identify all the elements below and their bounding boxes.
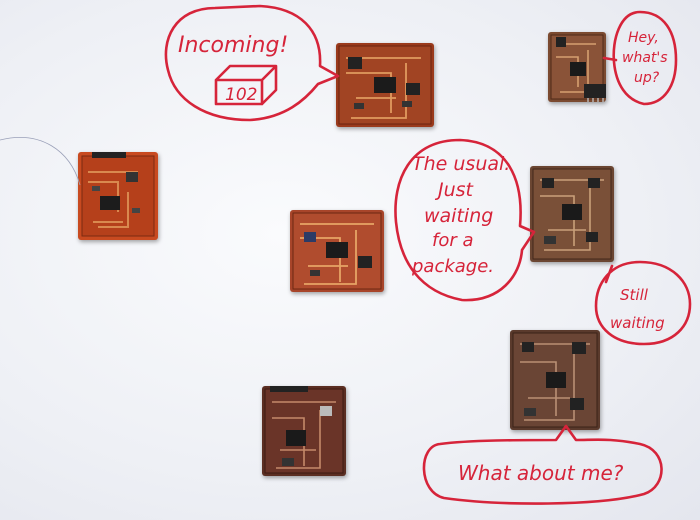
bubble-hey-outline	[602, 10, 678, 106]
bubble-usual-text-5: package.	[411, 256, 494, 277]
circuit-board-bottom-right	[510, 330, 600, 430]
board-traces	[338, 45, 432, 125]
bubble-usual-text-1: The usual.	[412, 153, 510, 175]
bubble-usual-outline	[394, 138, 536, 302]
bubble-still-outline	[594, 260, 692, 346]
bubble-usual-text-4: for a	[432, 230, 474, 251]
bubble-about-outline	[422, 424, 663, 505]
circuit-board-middle	[290, 210, 384, 292]
bubble-hey-text-2: what's	[622, 50, 668, 66]
bubble-hey-text-1: Hey,	[628, 30, 659, 46]
board-traces	[532, 168, 612, 260]
pin-header	[270, 386, 308, 392]
circuit-board-left-header	[78, 152, 158, 240]
bubble-still-text-2: waiting	[610, 314, 665, 332]
board-traces	[264, 386, 344, 474]
board-traces	[81, 152, 155, 237]
package-box-label: 102	[225, 85, 257, 105]
bubble-incoming-text: Incoming!	[178, 33, 288, 58]
bubble-about-text: What about me?	[458, 461, 624, 485]
bubble-usual-text-2: Just	[434, 179, 475, 201]
pin-header	[584, 84, 606, 98]
circuit-board-bottom-left-header	[262, 386, 346, 476]
bubble-hey-text-3: up?	[634, 70, 660, 86]
package-box-icon	[214, 64, 278, 106]
circuit-board-top-right	[548, 32, 606, 102]
bubble-still-text-1: Still	[620, 286, 649, 304]
bubble-usual-text-3: waiting	[424, 205, 493, 227]
circuit-board-top-center	[336, 43, 434, 127]
board-traces	[512, 332, 598, 428]
board-traces	[292, 212, 382, 290]
wire	[0, 137, 81, 186]
bubble-incoming-outline	[164, 4, 340, 122]
board-traces	[550, 34, 606, 102]
pin-header	[92, 152, 126, 158]
circuit-board-right-middle	[530, 166, 614, 262]
